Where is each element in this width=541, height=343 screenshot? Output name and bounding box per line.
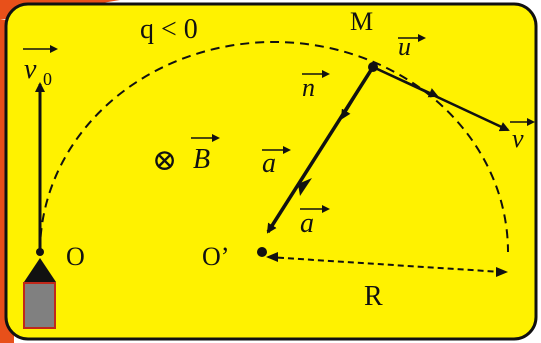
trajectory-arc: [39, 41, 509, 253]
acceleration-arrow: [266, 66, 375, 234]
radius-label: R: [364, 281, 383, 312]
acceleration-label-2: a: [300, 208, 314, 239]
point-o-label: O: [66, 242, 85, 271]
normal-unit-label: n: [302, 73, 315, 102]
diagram-panel: [4, 2, 538, 341]
v0-subscript: 0: [43, 69, 52, 89]
point-m-label: M: [350, 7, 373, 36]
radius-arrow-right: [496, 267, 508, 277]
emitter-nozzle: [24, 258, 56, 282]
center-label: O’: [202, 242, 229, 271]
velocity-label: v: [512, 124, 524, 153]
charge-sign-label: q < 0: [140, 14, 198, 45]
acceleration-midmark: [298, 178, 312, 196]
velocity-arrow: [372, 65, 510, 132]
center-dot: [257, 247, 267, 257]
magnetic-field-label: B: [193, 144, 210, 175]
acceleration-label-1: a: [262, 148, 276, 179]
v0-label: v: [24, 54, 37, 85]
particle-emitter: [23, 282, 56, 329]
radius-arrow-left: [266, 252, 278, 262]
radius-line: [267, 256, 503, 273]
magnetic-field-symbol: ⊗: [152, 144, 177, 177]
point-o-dot: [36, 248, 44, 256]
tangent-unit-label: u: [398, 32, 411, 61]
